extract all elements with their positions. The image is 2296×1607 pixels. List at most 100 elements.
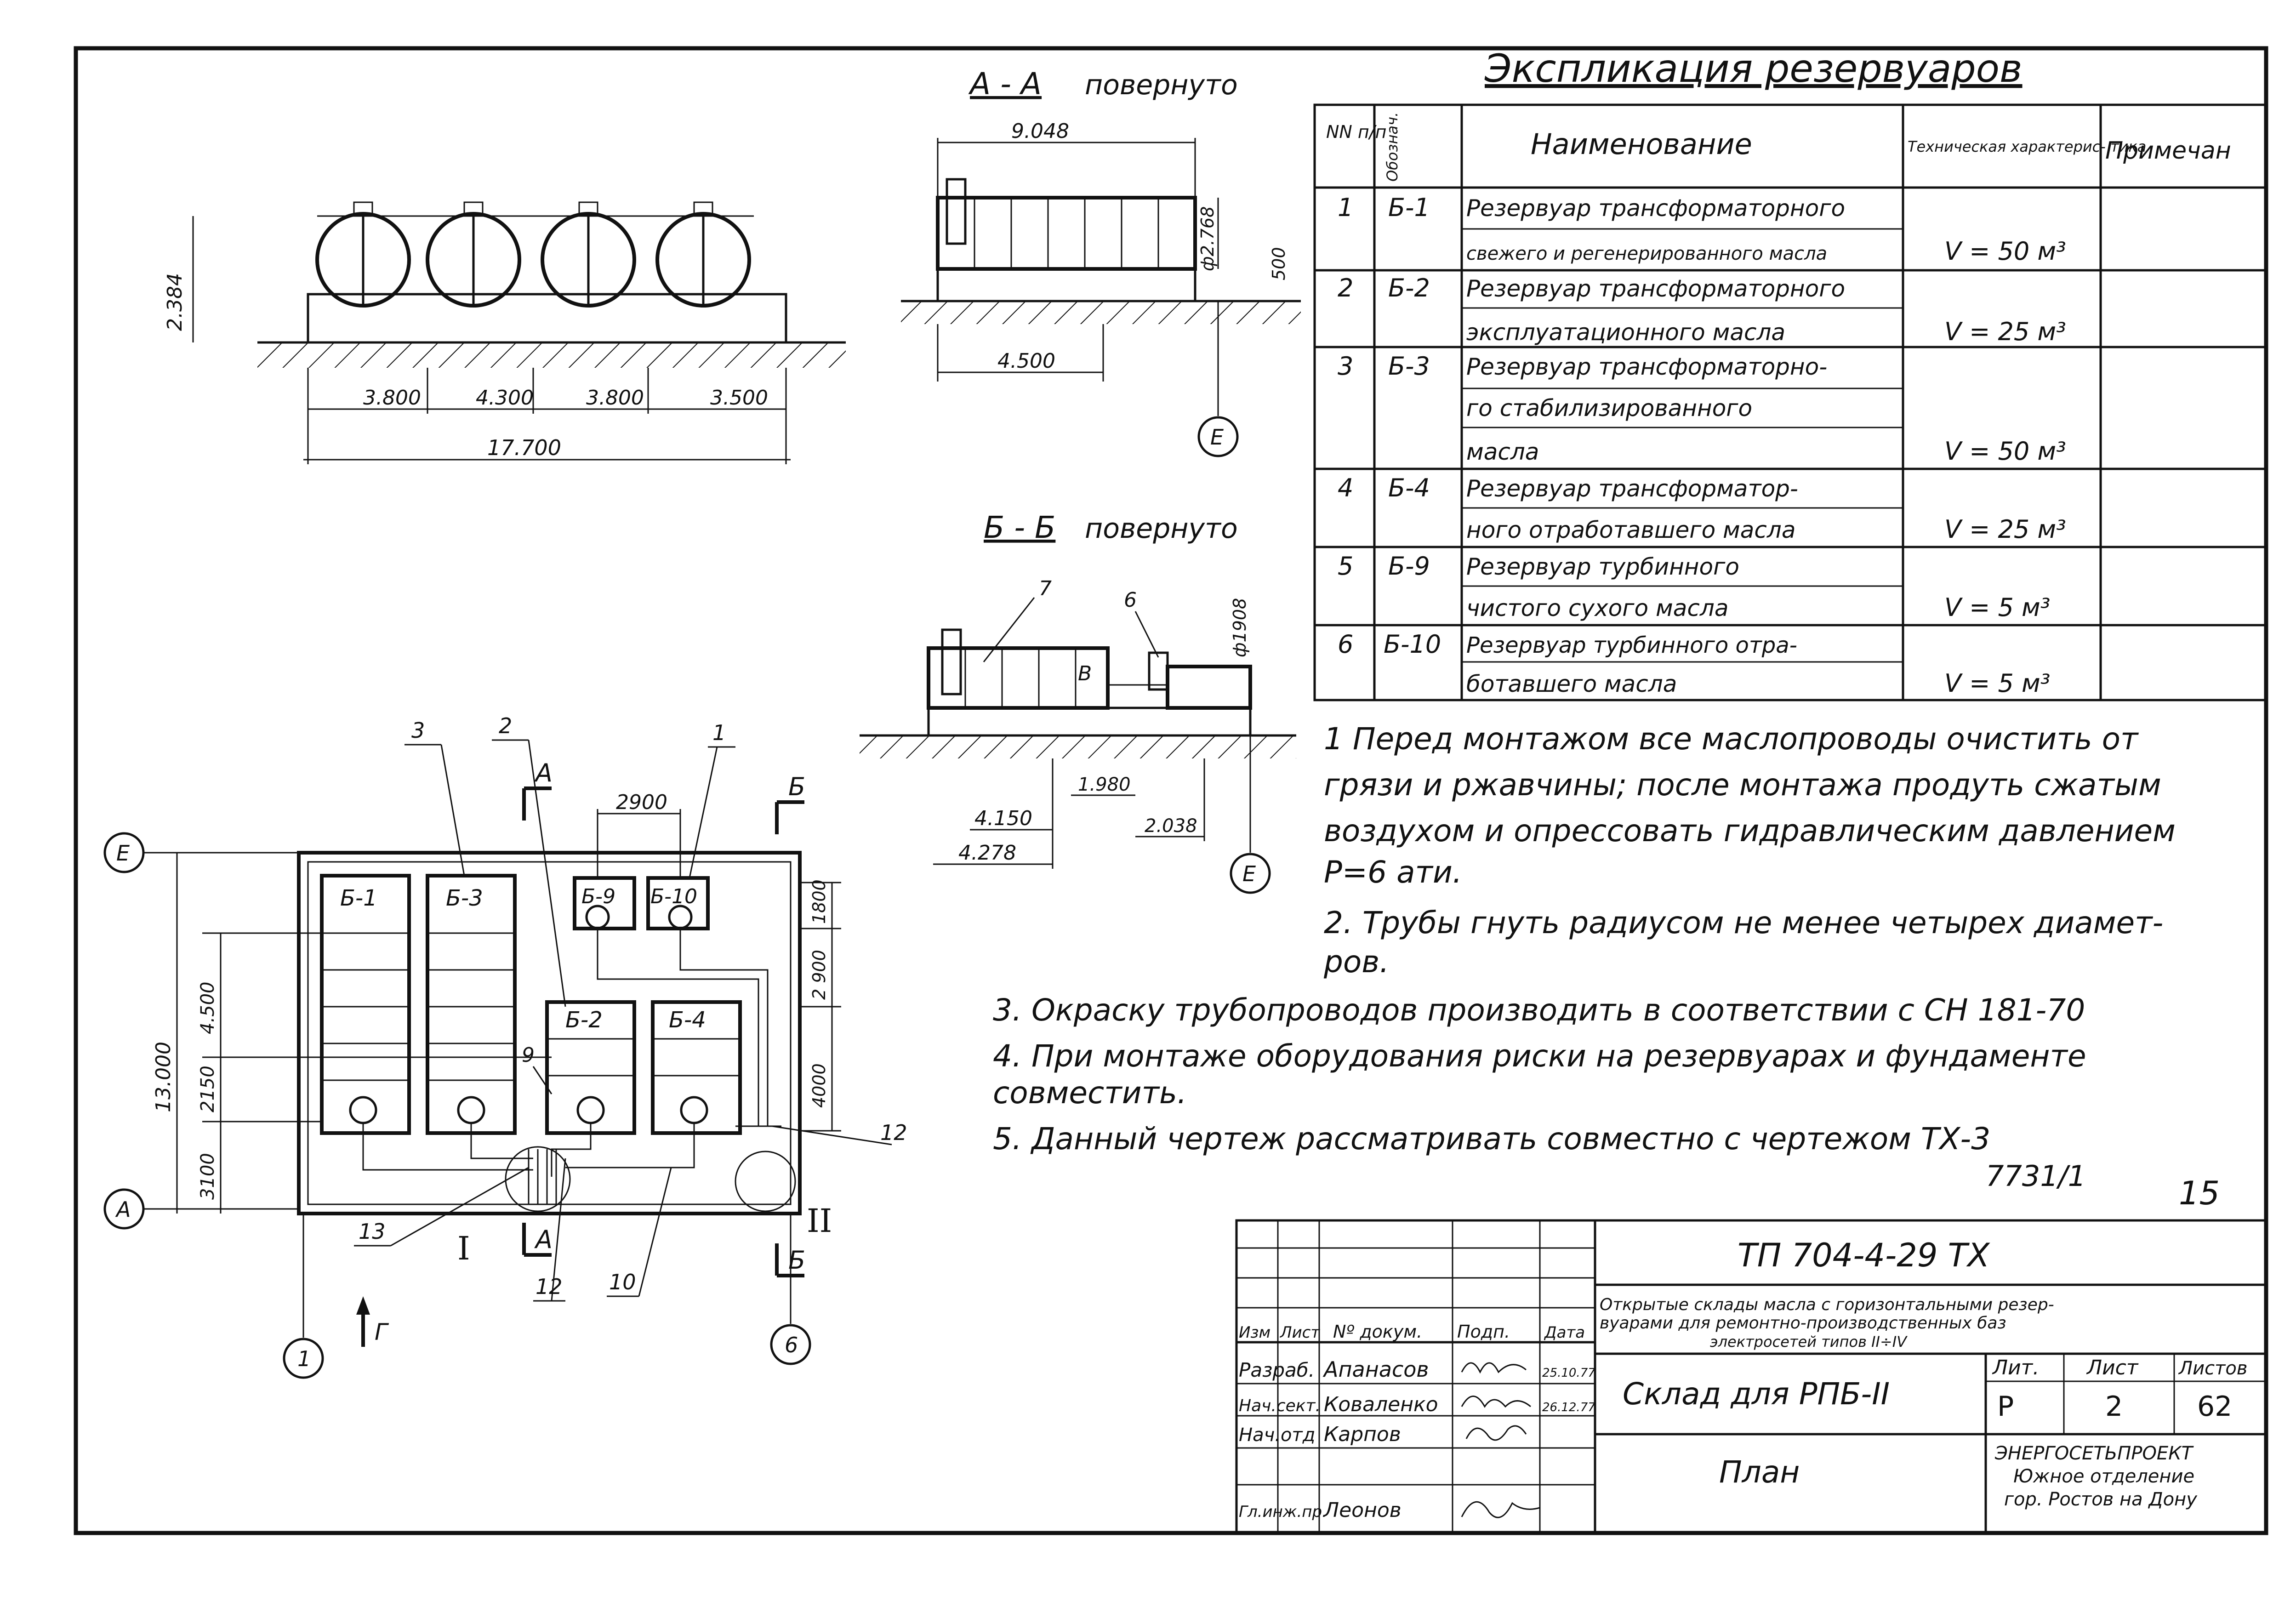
note-line-6: ров. — [1323, 944, 1389, 980]
detail-node-2-circle — [735, 1151, 796, 1212]
col-header-code: Обознач. — [1384, 112, 1401, 182]
row-4-num: 4 — [1338, 473, 1353, 502]
general-notes: 1 Перед монтажом все маслопроводы очисти… — [993, 721, 2220, 1212]
tb-role-1: Разраб. — [1239, 1359, 1315, 1381]
tb-date-1: 25.10.77 — [1542, 1366, 1595, 1380]
note-line-9: совместить. — [993, 1075, 1187, 1111]
tb-org-1: ЭНЕРГОСЕТЬПРОЕКТ — [1994, 1443, 2194, 1464]
leader-13: 13 — [359, 1219, 386, 1244]
signature-2 — [1461, 1396, 1531, 1408]
tb-col-list: Лист — [1279, 1323, 1320, 1342]
section-bb-title: Б - Б — [984, 510, 1055, 545]
axis-label-6: 6 — [785, 1333, 798, 1357]
section-mark-a-top: А — [534, 758, 553, 787]
dim-plan-2150: 2150 — [197, 1066, 218, 1112]
tb-sheets: 62 — [2197, 1390, 2232, 1423]
row-2-spec: V = 25 м³ — [1944, 317, 2066, 346]
row-3-num: 3 — [1338, 352, 1353, 381]
tb-col-sign: Подп. — [1457, 1322, 1510, 1342]
tank-b2-label: Б-2 — [565, 1007, 603, 1033]
tank-b9: Б-9 — [573, 876, 636, 930]
dim-plan-1800: 1800 — [809, 879, 829, 924]
tb-project-desc-3: электросетей типов II÷IV — [1710, 1333, 1908, 1351]
tb-role-2: Нач.сект. — [1239, 1396, 1321, 1415]
tb-sheets-header: Листов — [2178, 1358, 2247, 1379]
tank-end-1 — [315, 201, 411, 308]
row-2-num: 2 — [1338, 274, 1353, 302]
tb-role-4: Гл.инж.пр. — [1239, 1503, 1327, 1521]
tank-b1: Б-1 — [320, 874, 411, 1135]
row-1-name-b: свежего и регенерированного масла — [1466, 243, 1827, 264]
note-line-2: грязи и ржавчины; после монтажа продуть … — [1324, 767, 2161, 803]
tank-b1-label: Б-1 — [340, 885, 377, 911]
title-block: Изм Лист Nº докум. Подп. Дата Разраб. Ап… — [1235, 1219, 2268, 1534]
row-1-name-a: Резервуар трансформаторного — [1466, 195, 1845, 222]
row-5-num: 5 — [1338, 552, 1353, 581]
note-line-8: 4. При монтаже оборудования риски на рез… — [993, 1038, 2086, 1074]
tb-name-3: Карпов — [1324, 1423, 1401, 1446]
dim-aa-height: 2.384 — [163, 273, 187, 331]
tb-col-doc: Nº докум. — [1333, 1322, 1422, 1342]
tb-name-2: Коваленко — [1324, 1393, 1438, 1416]
tb-sheet-subtitle: План — [1719, 1454, 1800, 1490]
tb-org-2: Южное отделение — [2013, 1466, 2194, 1487]
tb-name-4: Леонов — [1323, 1499, 1402, 1522]
row-5-name-b: чистого сухого масла — [1466, 595, 1728, 621]
dim-plan-2900: 2900 — [616, 791, 667, 814]
tb-role-3: Нач.отд — [1239, 1425, 1315, 1446]
page-number: 15 — [2179, 1174, 2220, 1212]
leader-10: 10 — [609, 1270, 636, 1294]
section-aa: А - А повернуто 2.384 — [163, 66, 1301, 464]
detail-node-1-circle — [505, 1146, 571, 1212]
tank-b4: Б-4 — [651, 1000, 742, 1135]
dim-bb-d: 2.038 — [1145, 815, 1197, 837]
leader-6-bb: 6 — [1124, 588, 1137, 612]
explication-table: Экспликация резервуаров NN п/п Обознач. … — [1313, 46, 2268, 701]
axis-bubble-1 — [283, 1338, 324, 1379]
explication-title: Экспликация резервуаров — [1484, 46, 2023, 91]
tb-date-2: 26.12.77 — [1542, 1401, 1595, 1414]
row-4-name-b: ного отработавшего масла — [1466, 517, 1796, 543]
row-6-name-a: Резервуар турбинного отра- — [1466, 633, 1797, 658]
dim-bb-a: 4.150 — [974, 807, 1032, 830]
tank-b10-label: Б-10 — [650, 885, 697, 908]
leader-7-bb: 7 — [1039, 577, 1052, 600]
row-4-name-a: Резервуар трансформатор- — [1466, 475, 1798, 502]
col-header-num: NN п/п — [1326, 122, 1386, 142]
leader-3: 3 — [411, 718, 425, 743]
tb-project-desc-2: вуарами для ремонтно-производственных ба… — [1600, 1314, 2006, 1333]
leader-1: 1 — [712, 720, 726, 745]
axis-bubble-e — [103, 832, 145, 873]
dim-plan-13000: 13.000 — [152, 1042, 175, 1112]
note-line-7: 3. Окраску трубопроводов производить в с… — [993, 992, 2085, 1028]
leader-9: 9 — [522, 1043, 535, 1067]
tank-end-4 — [655, 201, 751, 308]
row-3-name-a: Резервуар трансформаторно- — [1466, 353, 1827, 380]
section-bb-suffix: повернуто — [1085, 513, 1238, 545]
detail-node-1-label: I — [457, 1230, 470, 1267]
tb-lit: Р — [1997, 1390, 2014, 1423]
tb-sheet-header: Лист — [2086, 1356, 2139, 1379]
note-line-1: 1 Перед монтажом все маслопроводы очисти… — [1324, 721, 2139, 757]
section-bb: Б - Б повернуто В 7 6 ф1908 4.150 4.278 … — [860, 510, 1296, 894]
axis-bubble-e-aa — [1197, 416, 1239, 457]
dim-plan-4000: 4000 — [809, 1063, 829, 1108]
tank-end-2 — [426, 201, 521, 308]
row-6-code: Б-10 — [1384, 630, 1441, 659]
tank-b3-label: Б-3 — [446, 885, 483, 911]
dim-plan-2900-right: 2 900 — [809, 950, 829, 1000]
signature-1 — [1461, 1362, 1527, 1374]
drawing-number: 7731/1 — [1986, 1159, 2086, 1193]
tb-lit-header: Лит. — [1992, 1356, 2039, 1379]
note-line-3: воздухом и опрессовать гидравлическим да… — [1324, 813, 2176, 849]
row-5-spec: V = 5 м³ — [1944, 593, 2050, 622]
section-aa-title: А - А — [968, 66, 1042, 102]
axis-label-e: Е — [116, 841, 130, 866]
dim-aa-elevation: 500 — [1269, 247, 1289, 280]
axis-label-e-aa: Е — [1210, 425, 1224, 450]
north-label: Г — [375, 1319, 389, 1345]
tank-b2: Б-2 — [545, 1000, 636, 1135]
row-3-spec: V = 50 м³ — [1944, 437, 2066, 466]
tank-b10: Б-10 — [646, 876, 710, 930]
row-3-name-b: го стабилизированного — [1466, 395, 1752, 422]
